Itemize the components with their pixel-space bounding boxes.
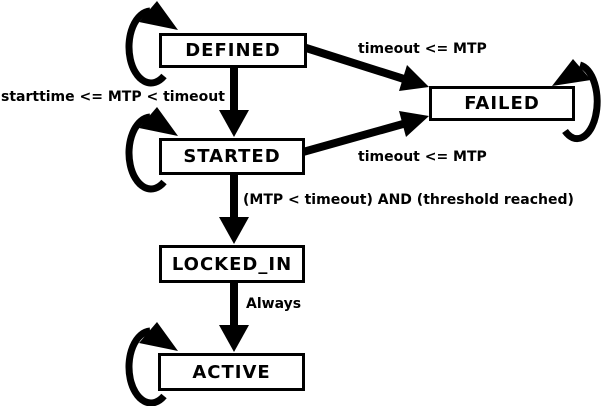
transition-label-defined-to-started: starttime <= MTP < timeout <box>1 89 225 105</box>
arrow-defined-to-failed-arrowhead-icon <box>399 65 429 91</box>
arrow-started-to-locked-in <box>219 168 249 244</box>
defined-self-loop-arrowhead-icon <box>139 1 178 30</box>
arrow-started-to-locked-in-arrowhead-icon <box>219 217 249 244</box>
defined-self-loop-curve <box>125 7 167 87</box>
arrow-locked-in-to-active <box>219 278 249 352</box>
failed-self-loop-arrow <box>552 59 601 143</box>
arrow-started-to-failed-shaft <box>301 120 405 156</box>
arrow-defined-to-started-arrowhead-icon <box>219 110 249 137</box>
arrow-locked-in-to-active-arrowhead-icon <box>219 325 249 352</box>
state-node-defined: DEFINED <box>159 33 307 68</box>
arrow-started-to-failed-arrowhead-icon <box>399 111 429 137</box>
started-self-loop-arrow <box>125 107 178 193</box>
transition-label-started-to-failed: timeout <= MTP <box>358 149 487 165</box>
state-node-failed: FAILED <box>429 86 575 121</box>
failed-self-loop-arrowhead-icon <box>552 59 591 86</box>
transition-label-defined-to-failed: timeout <= MTP <box>358 41 487 57</box>
arrow-started-to-failed <box>301 111 429 156</box>
started-self-loop-curve <box>125 113 167 193</box>
state-node-locked-in: LOCKED_IN <box>159 245 305 283</box>
state-node-active: ACTIVE <box>158 353 305 391</box>
arrow-defined-to-started <box>219 60 249 137</box>
transition-label-started-to-locked-in: (MTP < timeout) AND (threshold reached) <box>243 192 574 208</box>
transition-label-locked-in-to-active: Always <box>246 296 302 312</box>
active-self-loop-curve <box>125 327 167 406</box>
state-node-started: STARTED <box>159 138 305 175</box>
started-self-loop-arrowhead-icon <box>139 107 178 136</box>
failed-self-loop-curve <box>562 61 601 143</box>
arrow-defined-to-failed <box>301 43 429 91</box>
defined-self-loop-arrow <box>125 1 178 87</box>
active-self-loop-arrow <box>125 322 178 406</box>
active-self-loop-arrowhead-icon <box>139 322 178 351</box>
arrow-defined-to-failed-shaft <box>301 43 406 83</box>
